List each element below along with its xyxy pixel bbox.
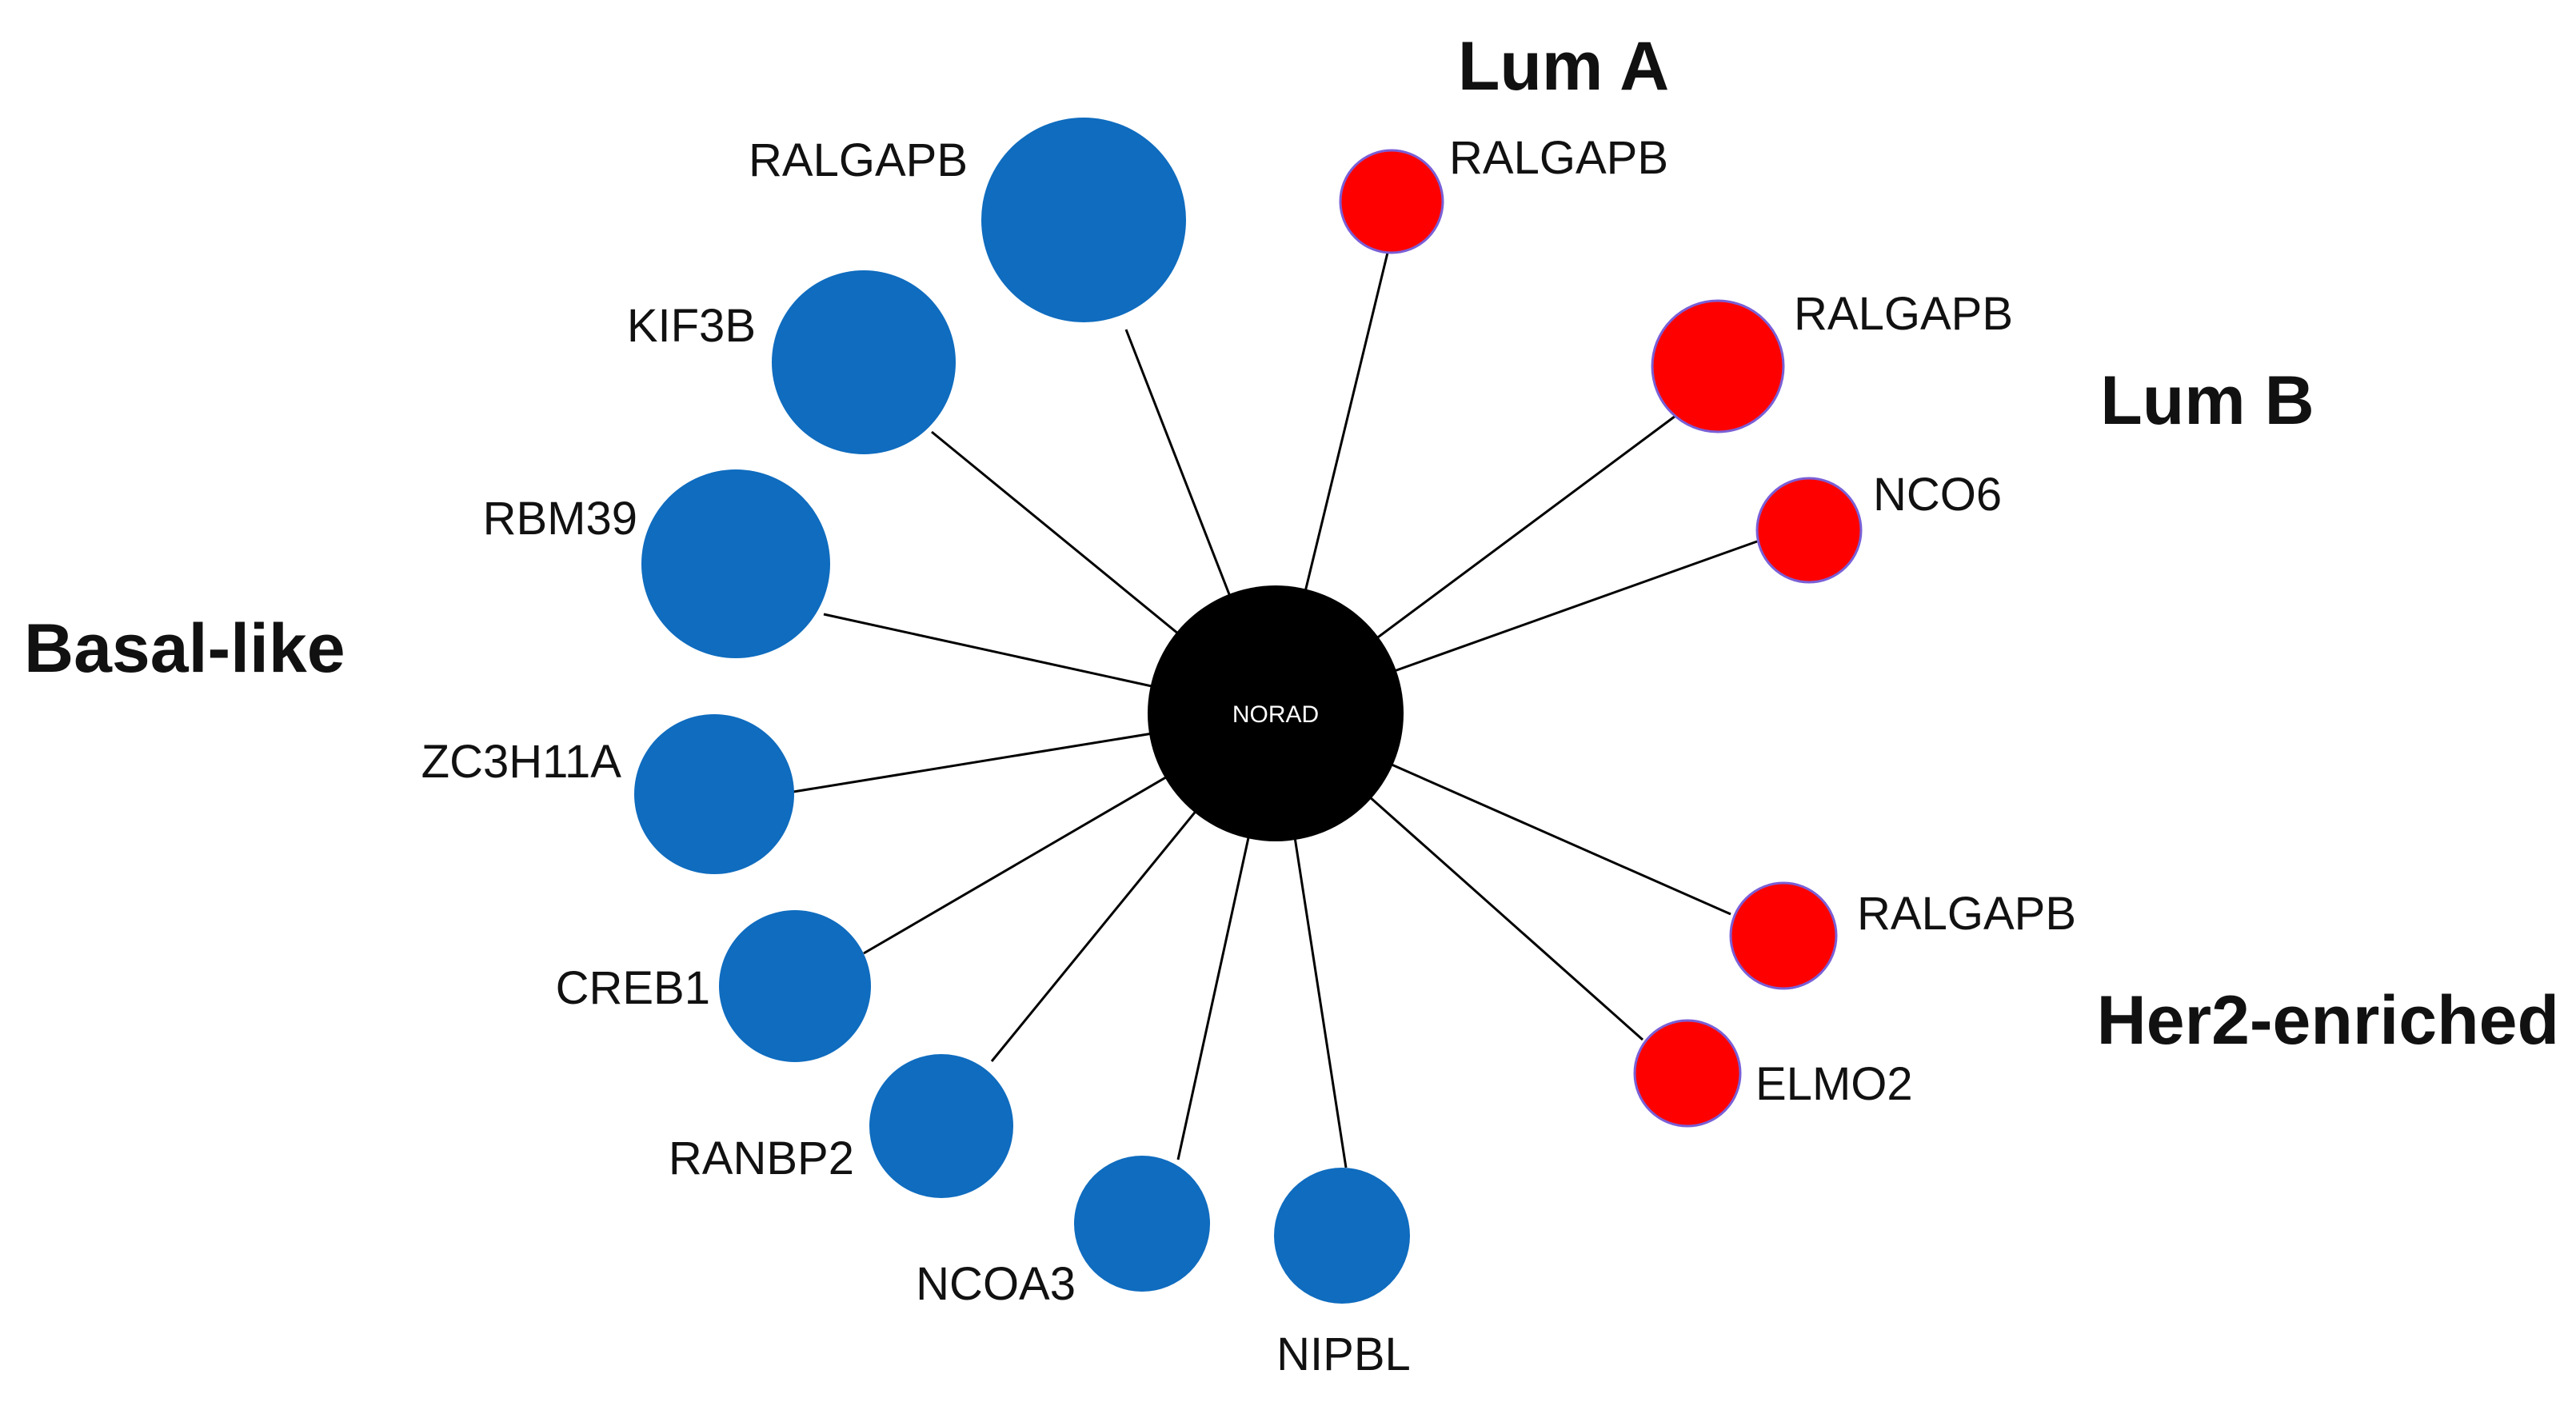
node-basal-zc3h11a	[634, 714, 794, 874]
node-luma-ralgapb	[1339, 149, 1444, 254]
node-lumb-nco6	[1755, 477, 1863, 584]
node-basal-kif3b	[772, 270, 956, 454]
node-label-basal-ncoa3: NCOA3	[916, 1258, 1076, 1310]
hub: NORAD	[1148, 585, 1404, 841]
node-basal-ralgapb	[981, 118, 1186, 322]
group-label-her2-enriched: Her2-enriched	[2097, 982, 2559, 1059]
node-label-basal-ranbp2: RANBP2	[669, 1132, 854, 1184]
node-lumb-ralgapb	[1651, 299, 1785, 433]
group-label-basal-like: Basal-like	[24, 610, 345, 687]
node-label-her2-ralgapb: RALGAPB	[1857, 888, 2076, 940]
node-basal-ranbp2	[869, 1054, 1013, 1198]
node-her2-elmo2	[1633, 1019, 1742, 1128]
node-basal-ncoa3	[1074, 1156, 1210, 1292]
node-her2-ralgapb	[1729, 881, 1838, 990]
node-label-basal-ralgapb: RALGAPB	[749, 134, 968, 186]
node-label-basal-kif3b: KIF3B	[627, 300, 756, 352]
hub-node-norad	[1148, 585, 1404, 841]
node-basal-nipbl	[1274, 1168, 1410, 1304]
group-label-lum-a: Lum A	[1458, 28, 1669, 105]
node-label-basal-zc3h11a: ZC3H11A	[421, 736, 622, 788]
node-label-basal-nipbl: NIPBL	[1276, 1328, 1411, 1380]
group-label-lum-b: Lum B	[2100, 362, 2314, 439]
node-label-luma-ralgapb: RALGAPB	[1449, 132, 1668, 184]
node-label-lumb-ralgapb: RALGAPB	[1794, 288, 2013, 340]
node-label-basal-creb1: CREB1	[556, 962, 710, 1014]
node-label-her2-elmo2: ELMO2	[1755, 1058, 1913, 1110]
node-basal-rbm39	[641, 469, 830, 658]
node-label-basal-rbm39: RBM39	[483, 493, 637, 545]
hub-label: NORAD	[1232, 701, 1319, 728]
node-label-lumb-nco6: NCO6	[1873, 469, 2002, 521]
node-basal-creb1	[719, 910, 871, 1062]
